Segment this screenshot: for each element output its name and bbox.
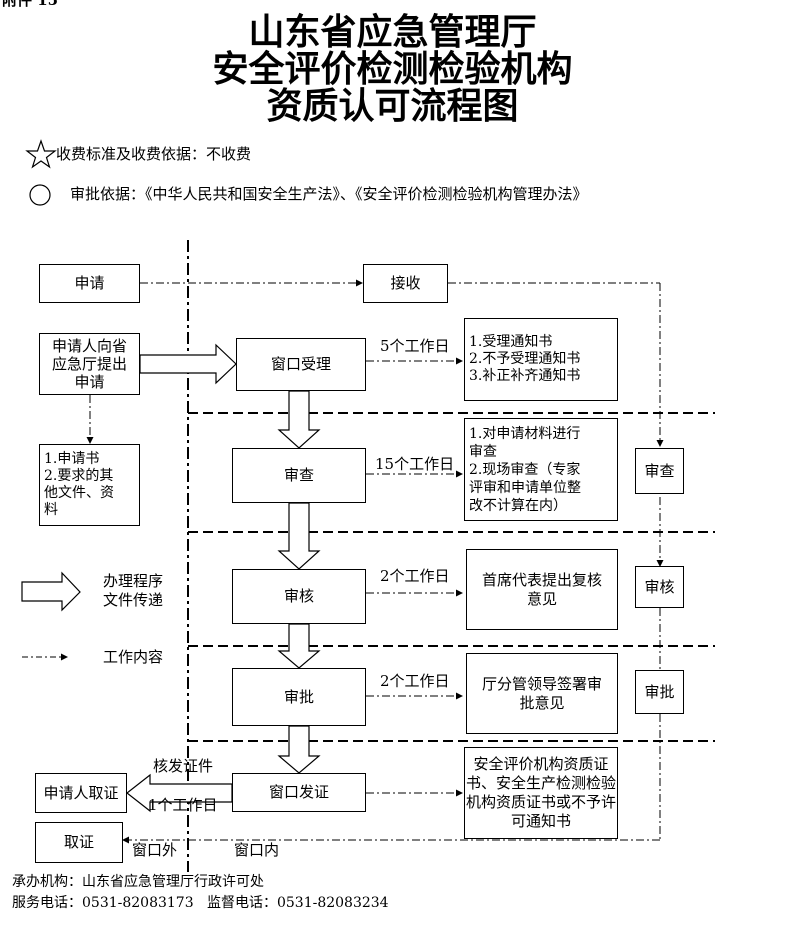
- label-check-days: 2个工作日: [380, 567, 450, 585]
- label-window-inside: 窗口内: [234, 841, 280, 859]
- node-issue-content: 安全评价机构资质证书、安全生产检测检验机构资质证书或不予许可通知书: [464, 747, 618, 839]
- label-approve-days: 2个工作日: [380, 672, 450, 690]
- page-title-line-1: 山东省应急管理厅: [248, 11, 537, 53]
- label-review-days: 15个工作日: [375, 455, 455, 473]
- footer-org: 承办机构：山东省应急管理厅行政许可处: [12, 874, 264, 890]
- page-title-line-2: 安全评价检测检验机构: [212, 48, 573, 90]
- node-receive: 接收: [363, 264, 448, 303]
- page-title-line-3: 资质认可流程图: [266, 85, 519, 127]
- node-check: 审核: [232, 569, 366, 624]
- label-issue-days: 1个工作日: [148, 796, 218, 814]
- circle-icon: [29, 184, 51, 206]
- node-apply: 申请: [39, 264, 140, 303]
- attachment-label: 附件 15: [2, 0, 59, 9]
- node-side-check: 审核: [635, 566, 684, 608]
- node-approve-content: 厅分管领导签署审批意见: [466, 653, 618, 734]
- approval-basis-text: 审批依据：《中华人民共和国安全生产法》、《安全评价检测检验机构管理办法》: [70, 185, 588, 203]
- node-collect: 取证: [35, 822, 123, 863]
- legend-work: 工作内容: [103, 648, 164, 666]
- node-side-approve: 审批: [635, 670, 684, 714]
- node-review: 审查: [232, 448, 366, 503]
- node-window-accept: 窗口受理: [236, 338, 366, 391]
- star-icon: [25, 139, 57, 169]
- node-applicant-collect: 申请人取证: [35, 773, 127, 813]
- node-applicant-submit: 申请人向省应急厅提出申请: [39, 333, 140, 395]
- fee-standard-text: 收费标准及收费依据：不收费: [56, 145, 252, 163]
- node-side-review: 审查: [635, 448, 684, 494]
- node-window-issue: 窗口发证: [232, 773, 366, 812]
- label-issue-cert: 核发证件: [153, 757, 214, 775]
- legend-procedure: 办理程序文件传递: [103, 572, 164, 609]
- node-approve: 审批: [232, 668, 366, 726]
- node-check-content: 首席代表提出复核意见: [466, 549, 618, 630]
- label-accept-days: 5个工作日: [380, 337, 450, 355]
- label-window-outside: 窗口外: [132, 841, 178, 859]
- footer-phones: 服务电话：0531-82083173 监督电话：0531-82083234: [12, 895, 389, 911]
